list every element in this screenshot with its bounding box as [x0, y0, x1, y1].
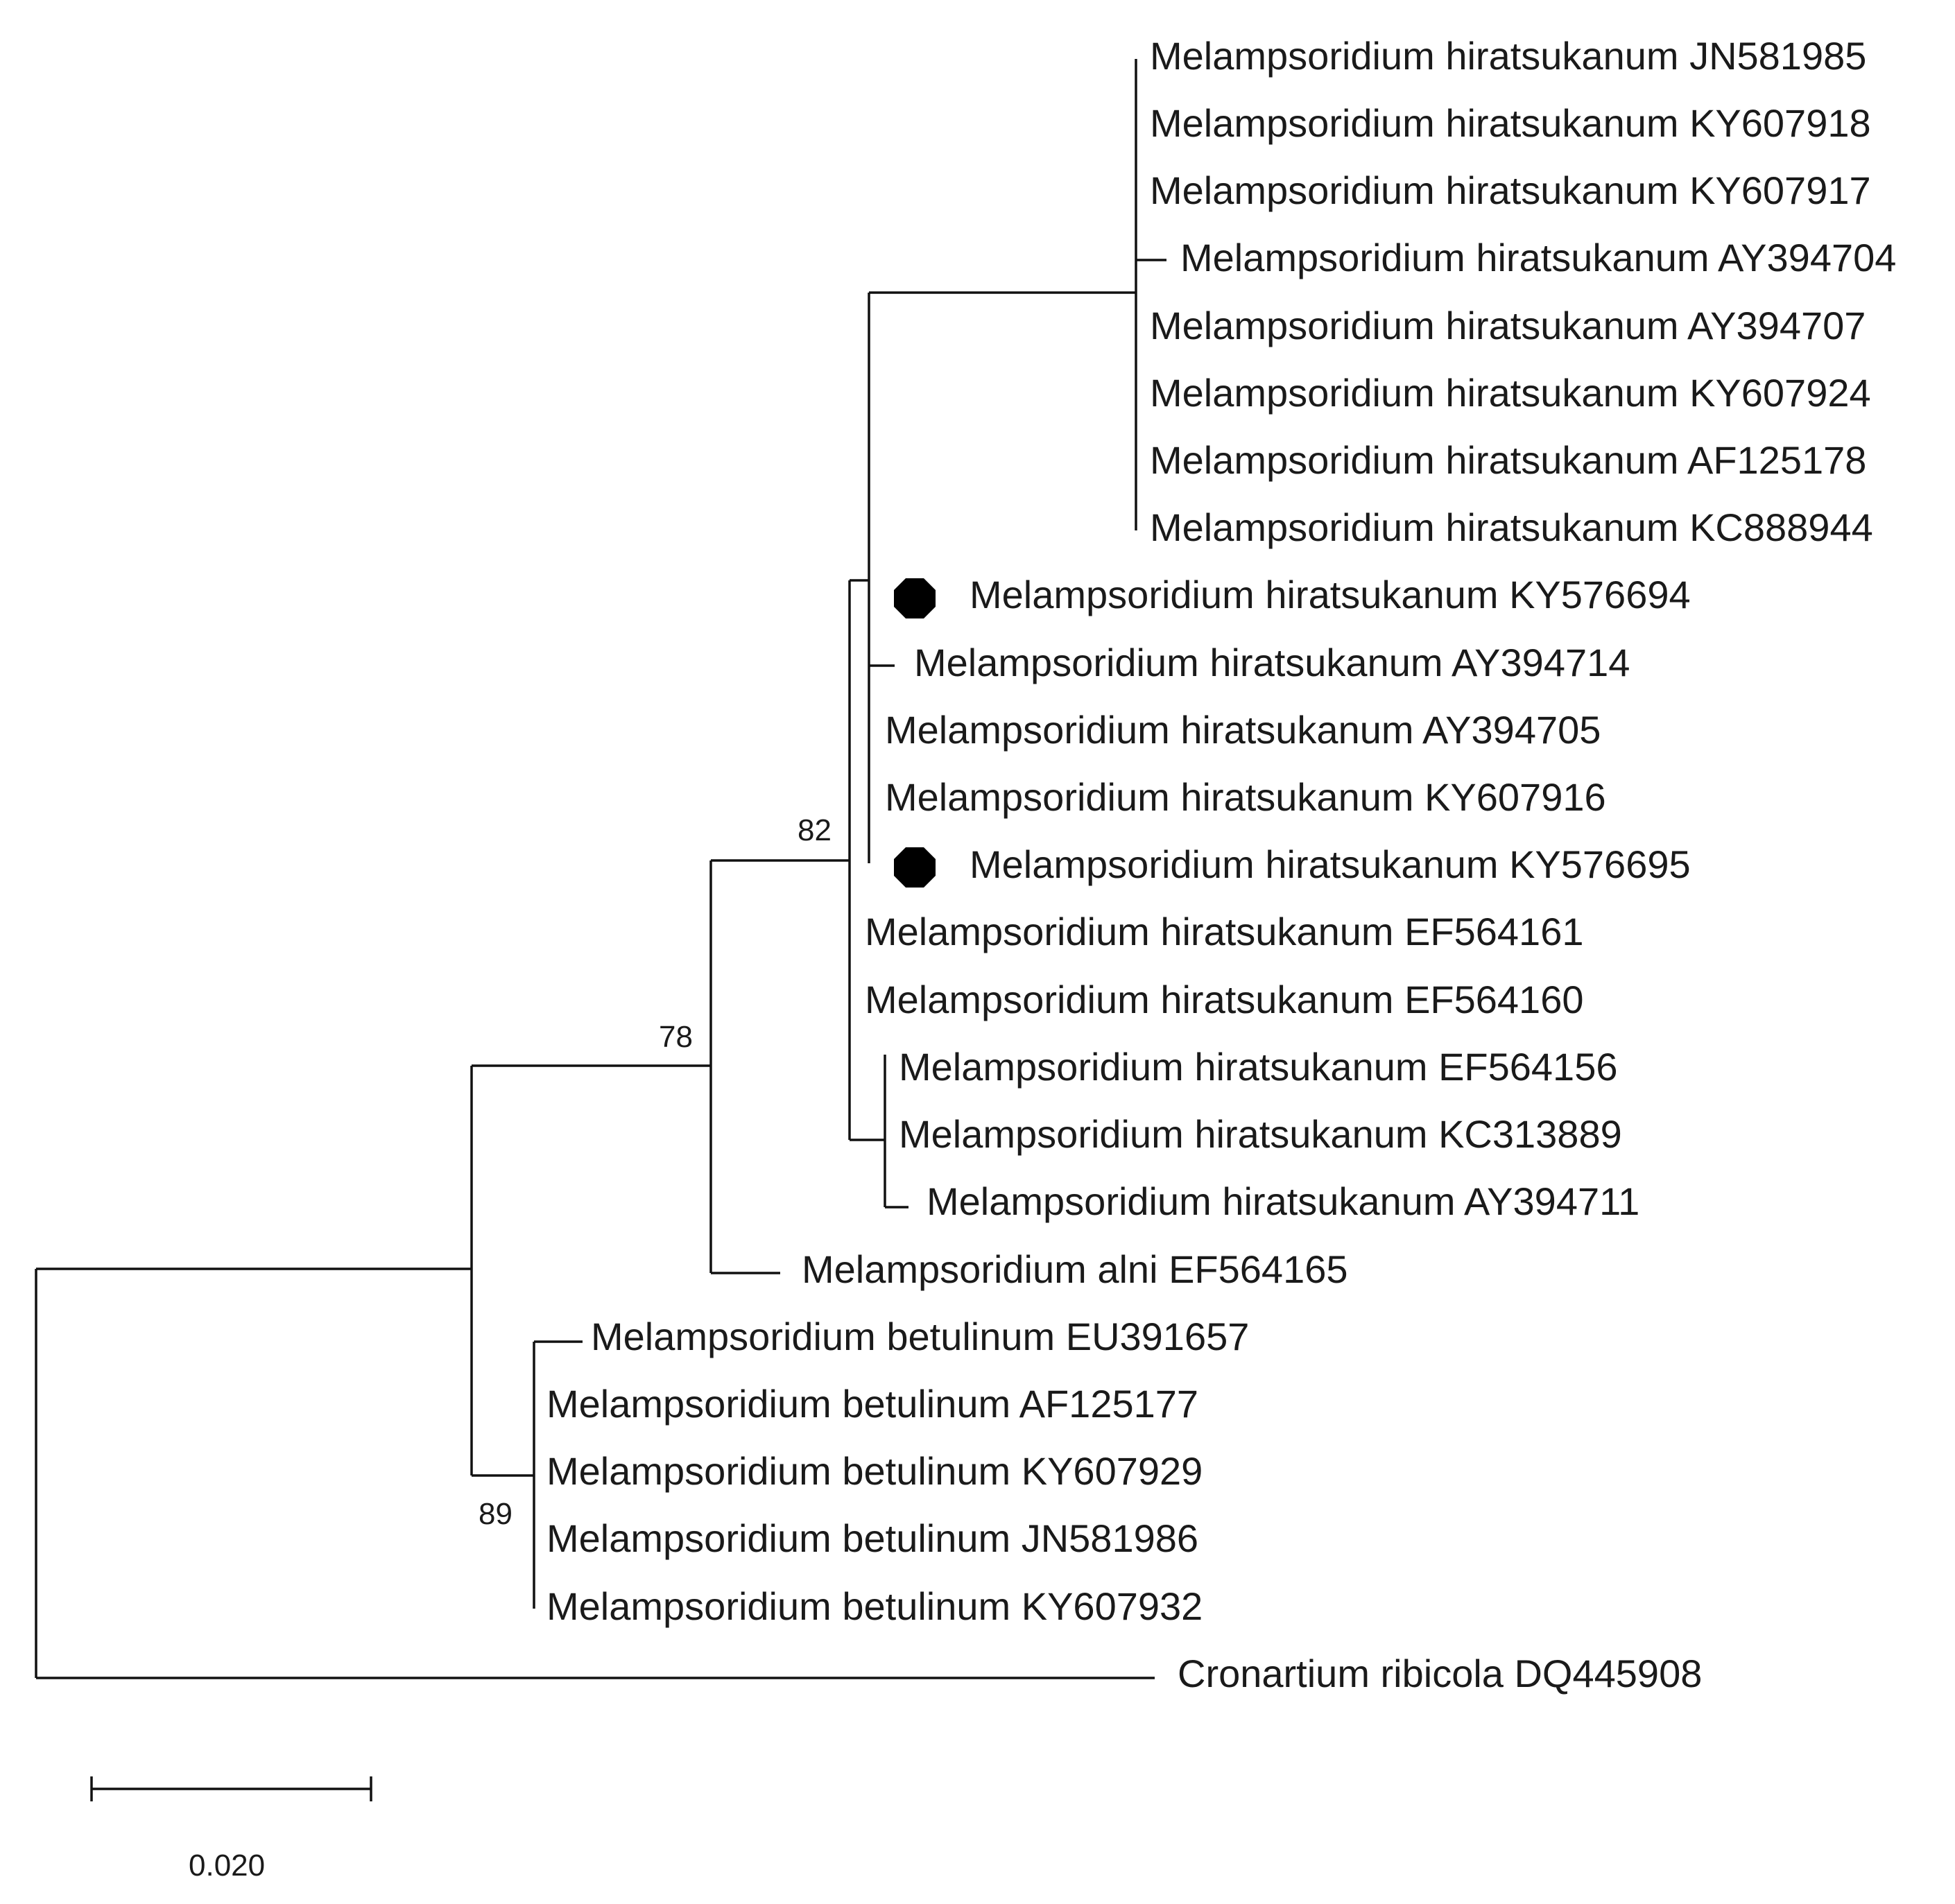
tip-label: Melampsoridium betulinum EU391657	[591, 1315, 1249, 1358]
tip-label: Melampsoridium hiratsukanum KY607916	[885, 775, 1606, 819]
tip-label: Melampsoridium hiratsukanum EF564156	[899, 1045, 1618, 1089]
support-values: 82 78 89	[479, 813, 832, 1531]
support-value-89: 89	[479, 1497, 513, 1531]
tip-label: Melampsoridium hiratsukanum AY394704	[1180, 236, 1896, 279]
tip-label: Melampsoridium hiratsukanum AY394705	[885, 708, 1601, 752]
tip-markers	[894, 578, 936, 888]
tip-label: Melampsoridium hiratsukanum KY576695	[970, 842, 1691, 886]
tip-label: Melampsoridium hiratsukanum KY607924	[1150, 371, 1871, 415]
tip-label: Cronartium ribicola DQ445908	[1178, 1652, 1702, 1695]
tip-label: Melampsoridium hiratsukanum EF564160	[865, 978, 1584, 1021]
support-value-78: 78	[659, 1020, 693, 1054]
tip-label: Melampsoridium hiratsukanum KC888944	[1150, 505, 1873, 549]
tip-labels: Melampsoridium hiratsukanum JN581985 Mel…	[546, 34, 1896, 1695]
tip-label: Melampsoridium hiratsukanum AF125178	[1150, 438, 1866, 482]
tip-label: Melampsoridium hiratsukanum KY607918	[1150, 101, 1871, 145]
tip-label: Melampsoridium hiratsukanum EF564161	[865, 910, 1584, 953]
scale-bar: 0.020	[90, 1776, 372, 1883]
tip-label: Melampsoridium hiratsukanum AY394707	[1150, 304, 1866, 347]
tip-label: Melampsoridium hiratsukanum AY394714	[914, 641, 1630, 684]
tip-label: Melampsoridium hiratsukanum JN581985	[1150, 34, 1866, 78]
tip-label: Melampsoridium betulinum KY607929	[546, 1449, 1203, 1493]
scale-bar-label: 0.020	[189, 1849, 265, 1883]
support-value-82: 82	[798, 813, 832, 847]
scale-bar-line	[90, 1776, 372, 1801]
marker-KY576695	[894, 847, 936, 888]
tip-label: Melampsoridium hiratsukanum KY576694	[970, 573, 1691, 616]
tip-label: Melampsoridium alni EF564165	[802, 1247, 1348, 1291]
marker-KY576694	[894, 578, 936, 618]
tip-label: Melampsoridium betulinum AF125177	[546, 1382, 1198, 1426]
tip-label: Melampsoridium betulinum JN581986	[546, 1516, 1198, 1560]
tip-label: Melampsoridium hiratsukanum AY394711	[927, 1179, 1639, 1223]
tip-label: Melampsoridium betulinum KY607932	[546, 1584, 1203, 1628]
tip-label: Melampsoridium hiratsukanum KC313889	[899, 1112, 1622, 1156]
tree-branches	[35, 59, 1166, 1679]
tip-label: Melampsoridium hiratsukanum KY607917	[1150, 168, 1871, 212]
